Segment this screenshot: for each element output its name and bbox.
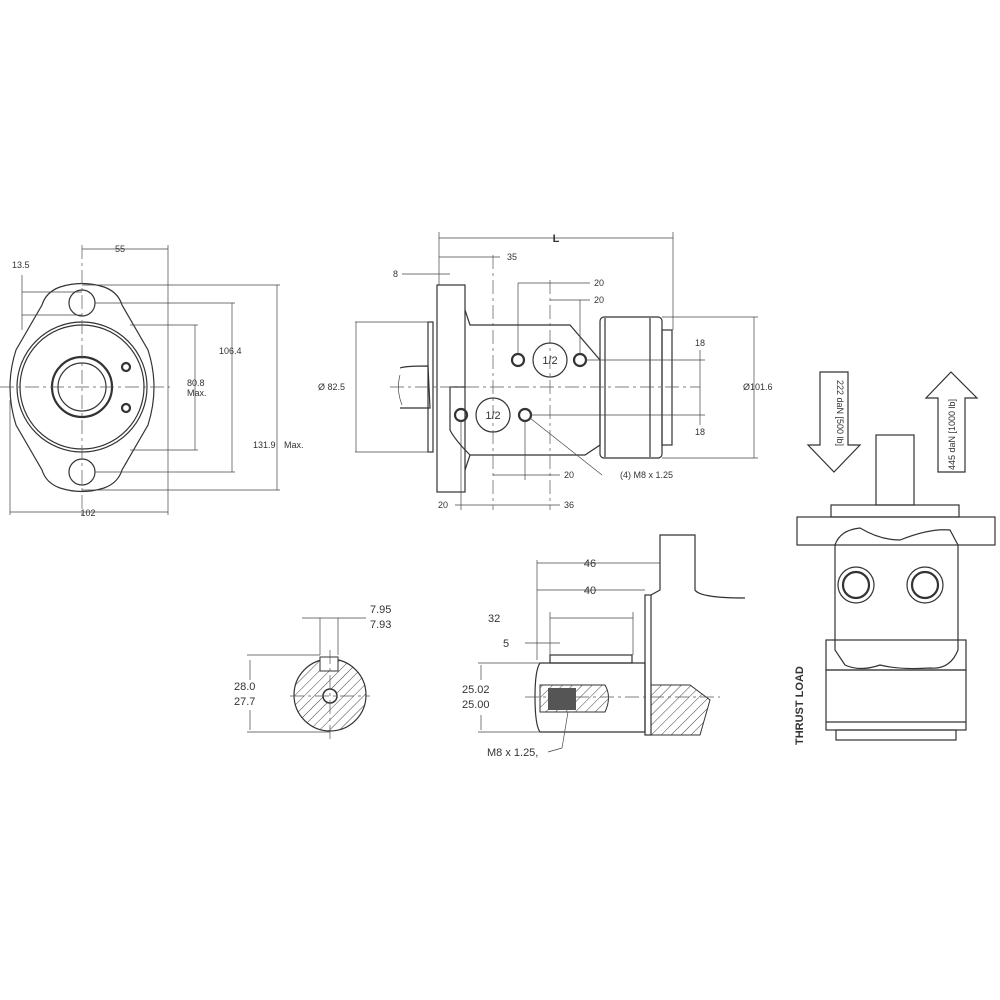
dim-18-bottom: 18 [695,427,705,437]
thread-callout: (4) M8 x 1.25 [620,470,673,480]
key-width-max: 7.95 [370,604,391,616]
side-view: 1/2 1/2 L 35 8 20 20 18 18 Ø [318,232,773,510]
dim-20-a: 20 [594,278,604,288]
front-view: 55 13.5 106.4 80.8 Max. 131.9 Max. 102 [0,244,304,518]
dim-131-9: 131.9 [253,440,276,450]
dia-max: 25.02 [462,684,490,696]
up-arrow-icon [924,371,979,473]
dim-dia-82-5: Ø 82.5 [318,382,345,392]
thrust-load-title: THRUST LOAD [794,666,806,745]
dia-min: 25.00 [462,699,490,711]
dim-32: 32 [488,613,500,625]
dim-80-8: 80.8 [187,378,205,388]
dim-18-top: 18 [695,338,705,348]
shaft-side: 46 40 32 5 25.02 25.00 M8 x 1.25, [462,534,746,759]
dim-dia-101-6: Ø101.6 [743,382,773,392]
shaft-thread-label: M8 x 1.25, [487,747,538,759]
dim-131-9-note: Max. [284,440,304,450]
height-min: 27.7 [234,696,255,708]
dim-L: L [553,233,560,245]
thrust-view: 222 daN [500 lb] 445 daN [1000 lb] THRUS… [794,371,996,745]
dim-80-8-note: Max. [187,388,207,398]
dim-20-d: 20 [438,500,448,510]
down-load-label: 222 daN [500 lb] [835,380,845,446]
dim-40: 40 [584,585,596,597]
up-load-label: 445 daN [1000 lb] [947,399,957,470]
shaft-section: 7.95 7.93 28.0 27.7 [234,604,391,740]
dim-55: 55 [115,244,125,254]
dim-20-c: 20 [564,470,574,480]
height-max: 28.0 [234,681,255,693]
dim-106-4: 106.4 [219,346,242,356]
down-arrow-icon [806,371,862,473]
dim-46: 46 [584,558,596,570]
key-width-min: 7.93 [370,619,391,631]
dim-8: 8 [393,269,398,279]
dim-36: 36 [564,500,574,510]
dim-5: 5 [503,638,509,650]
dim-102: 102 [80,508,95,518]
dim-13-5: 13.5 [12,260,30,270]
dim-35: 35 [507,252,517,262]
dim-20-b: 20 [594,295,604,305]
